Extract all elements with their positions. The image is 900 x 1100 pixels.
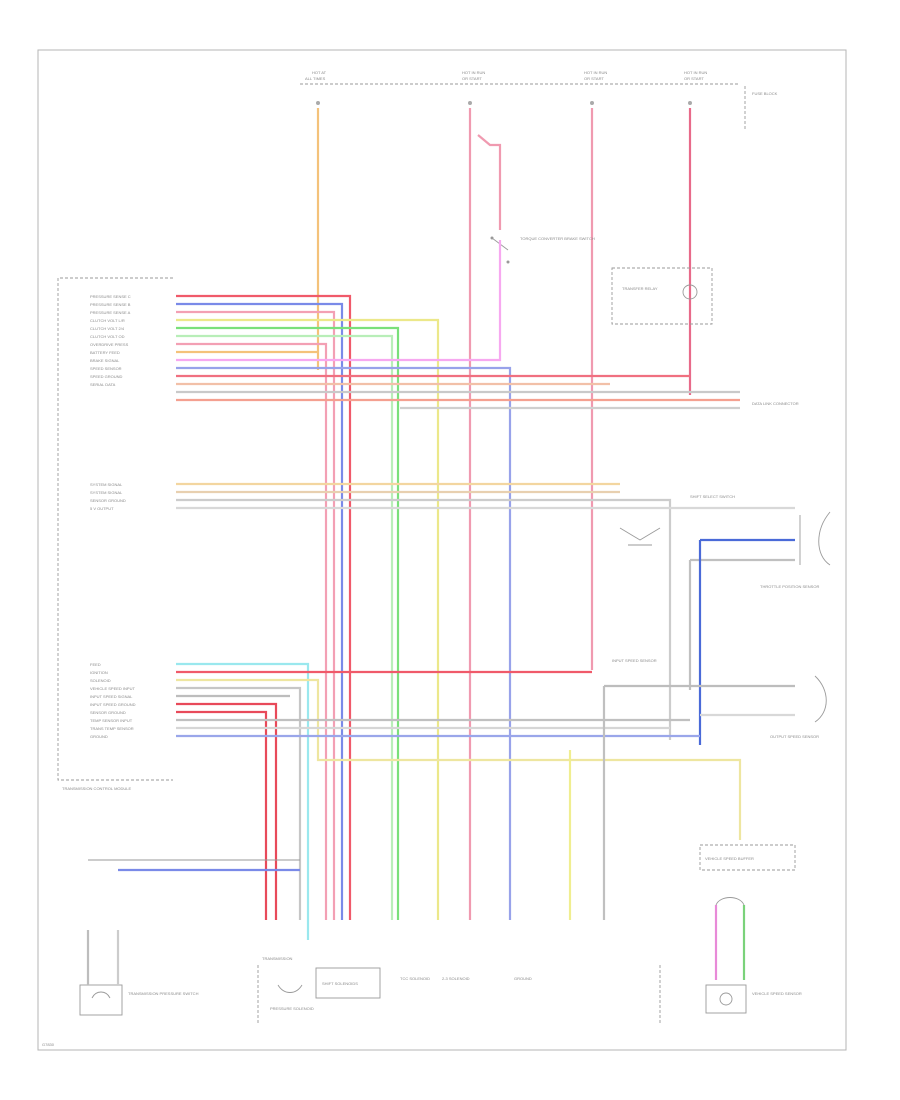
- vss-buffer-box: [699, 844, 796, 871]
- svg-text:FEED: FEED: [90, 662, 101, 667]
- wire-pink-1: [176, 310, 336, 920]
- svg-text:INPUT SPEED SIGNAL: INPUT SPEED SIGNAL: [90, 694, 133, 699]
- svg-text:OR START: OR START: [684, 76, 704, 81]
- svg-text:HOT IN RUN: HOT IN RUN: [684, 70, 707, 75]
- fuse-label-4: HOT IN RUN OR START: [684, 70, 707, 81]
- svg-text:TRANS TEMP SENSOR: TRANS TEMP SENSOR: [90, 726, 134, 731]
- svg-text:PRESSURE SENSE B: PRESSURE SENSE B: [90, 302, 131, 307]
- vss-label: VEHICLE SPEED SENSOR: [752, 991, 802, 996]
- svg-text:CLUTCH VOLT L/R: CLUTCH VOLT L/R: [90, 318, 125, 323]
- svg-text:HOT IN RUN: HOT IN RUN: [584, 70, 607, 75]
- wire-pink-2: [176, 342, 328, 920]
- fuse-label-2: HOT IN RUN OR START: [462, 70, 485, 81]
- svg-text:SOLENOID: SOLENOID: [90, 678, 111, 683]
- svg-text:TEMP SENSOR INPUT: TEMP SENSOR INPUT: [90, 718, 133, 723]
- pressure-sol-label: PRESSURE SOLENOID: [270, 1006, 314, 1011]
- wire-red-1: [176, 294, 352, 920]
- footer-code: G7830: [42, 1042, 55, 1047]
- svg-text:OR START: OR START: [584, 76, 604, 81]
- wire-blue-1: [176, 302, 344, 920]
- wire-green-1: [176, 326, 400, 920]
- pcm-lower-pin-labels: FEED IGNITION SOLENOID VEHICLE SPEED INP…: [90, 662, 136, 739]
- diagram-frame: [37, 49, 847, 1051]
- shift-sol-label: SHIFT SOLENOIDS: [322, 981, 358, 986]
- pcm-bracket: [57, 277, 173, 781]
- transmission-label: TRANSMISSION: [262, 956, 293, 961]
- input-speed-label: INPUT SPEED SENSOR: [612, 658, 657, 663]
- svg-text:CLUTCH VOLT 2/4: CLUTCH VOLT 2/4: [90, 326, 125, 331]
- shift-switch-label: SHIFT SELECT SWITCH: [690, 494, 735, 499]
- wire-magenta-1: [176, 240, 502, 362]
- tcc-sol-label: TCC SOLENOID: [400, 976, 430, 981]
- svg-text:BRAKE SIGNAL: BRAKE SIGNAL: [90, 358, 120, 363]
- shift-switch-icon: [619, 527, 661, 546]
- svg-text:HOT AT: HOT AT: [312, 70, 327, 75]
- svg-text:SPEED GROUND: SPEED GROUND: [90, 374, 123, 379]
- wire-lightgreen-1: [176, 334, 394, 920]
- svg-text:SYSTEM SIGNAL: SYSTEM SIGNAL: [90, 482, 123, 487]
- svg-text:GROUND: GROUND: [90, 734, 108, 739]
- fuse-label-3: HOT IN RUN OR START: [584, 70, 607, 81]
- data-link-label: DATA LINK CONNECTOR: [752, 401, 799, 406]
- svg-text:OVERDRIVE PRESS: OVERDRIVE PRESS: [90, 342, 129, 347]
- wire-cyan-1: [176, 662, 310, 940]
- svg-text:INPUT SPEED GROUND: INPUT SPEED GROUND: [90, 702, 136, 707]
- svg-text:SYSTEM SIGNAL: SYSTEM SIGNAL: [90, 490, 123, 495]
- svg-text:SENSOR GROUND: SENSOR GROUND: [90, 498, 126, 503]
- svg-text:HOT IN RUN: HOT IN RUN: [462, 70, 485, 75]
- wire-red-4: [176, 710, 268, 920]
- shift-sol-box: [315, 967, 381, 999]
- brake-switch-label: TORQUE CONVERTER BRAKE SWITCH: [520, 236, 595, 241]
- svg-text:PRESSURE SENSE C: PRESSURE SENSE C: [90, 294, 131, 299]
- trans-enclosure: [257, 965, 661, 1025]
- output-speed-label: OUTPUT SPEED SENSOR: [770, 734, 819, 739]
- throttle-label: THROTTLE POSITION SENSOR: [760, 584, 819, 589]
- oss-body-icon: [814, 675, 827, 723]
- wire-red-3: [176, 702, 278, 920]
- svg-text:OR START: OR START: [462, 76, 482, 81]
- trans-pressure-box: [79, 984, 123, 1016]
- fuse-icon: [316, 101, 692, 105]
- ds-sol-label: 2-3 SOLENOID: [442, 976, 470, 981]
- pressure-sol-icon: [277, 984, 303, 993]
- svg-text:PRESSURE SENSE A: PRESSURE SENSE A: [90, 310, 131, 315]
- trans-pressure-label: TRANSMISSION PRESSURE SWITCH: [128, 991, 199, 996]
- transfer-relay-label: TRANSFER RELAY: [622, 286, 658, 291]
- tps-body-icon: [818, 511, 831, 566]
- svg-text:ALL TIMES: ALL TIMES: [305, 76, 326, 81]
- fuse-block-label: FUSE BLOCK: [752, 91, 778, 96]
- fuse-label-1: HOT AT ALL TIMES: [305, 70, 327, 81]
- pcm-mid-pin-labels: SYSTEM SIGNAL SYSTEM SIGNAL SENSOR GROUN…: [90, 482, 126, 511]
- wire-pink-branch: [477, 134, 502, 230]
- svg-text:5 V OUTPUT: 5 V OUTPUT: [90, 506, 114, 511]
- vss-junction: [715, 897, 745, 906]
- trans-pressure-icon: [91, 991, 111, 999]
- svg-text:SERIAL DATA: SERIAL DATA: [90, 382, 116, 387]
- wire-grey-5: [176, 686, 302, 920]
- svg-text:VEHICLE SPEED INPUT: VEHICLE SPEED INPUT: [90, 686, 135, 691]
- pcm-label: TRANSMISSION CONTROL MODULE: [62, 786, 132, 791]
- relay-coil-icon: [682, 284, 698, 300]
- svg-text:SENSOR GROUND: SENSOR GROUND: [90, 710, 126, 715]
- svg-text:CLUTCH VOLT OD: CLUTCH VOLT OD: [90, 334, 125, 339]
- svg-text:IGNITION: IGNITION: [90, 670, 108, 675]
- vss-sensor-icon: [719, 992, 733, 1006]
- transfer-relay-box: [611, 267, 713, 325]
- svg-text:BATTERY FEED: BATTERY FEED: [90, 350, 120, 355]
- vss-buffer-label: VEHICLE SPEED BUFFER: [705, 856, 754, 861]
- vss-sensor-box: [705, 984, 747, 1014]
- wire-grey-3: [176, 498, 672, 740]
- svg-text:SPEED SENSOR: SPEED SENSOR: [90, 366, 122, 371]
- wire-yellow-2: [176, 678, 742, 840]
- ground-label: GROUND: [514, 976, 532, 981]
- pcm-upper-pin-labels: PRESSURE SENSE C PRESSURE SENSE B PRESSU…: [90, 294, 131, 387]
